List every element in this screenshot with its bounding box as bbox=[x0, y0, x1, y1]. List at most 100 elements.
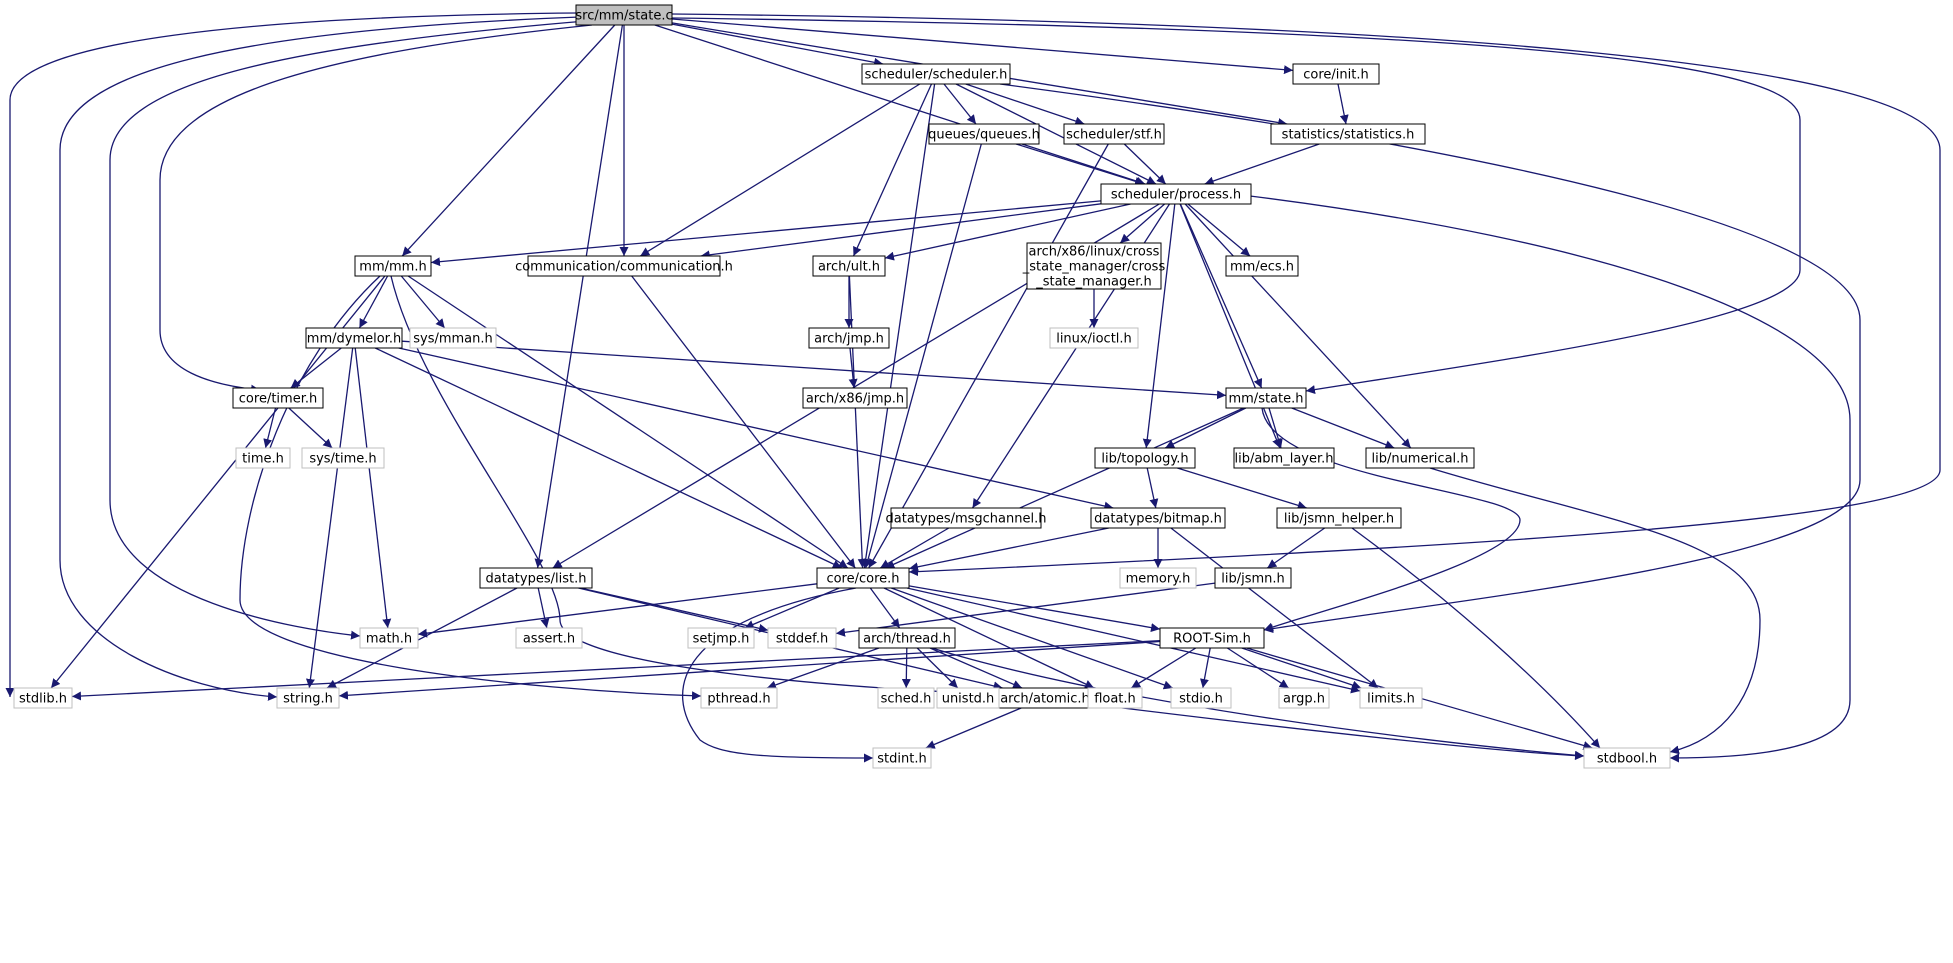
node-jsmnh-h[interactable]: lib/jsmn_helper.h bbox=[1276, 507, 1402, 529]
node-list-h[interactable]: datatypes/list.h bbox=[479, 567, 593, 589]
node-queues-h[interactable]: queues/queues.h bbox=[928, 123, 1040, 145]
edge-process_h-to-mm_h bbox=[430, 200, 1102, 267]
node-sysmman-h: sys/mman.h bbox=[409, 327, 497, 349]
edge-process_h-to-mmstate_h bbox=[1179, 203, 1263, 389]
edge-core_h-to-limits_h bbox=[906, 587, 1361, 694]
node-label: stdlib.h bbox=[19, 692, 67, 707]
node-abm-h[interactable]: lib/abm_layer.h bbox=[1233, 447, 1335, 469]
edge-mm_h-to-dymelor_h bbox=[358, 275, 389, 329]
edge-jmp_h-to-x86jmp_h bbox=[848, 347, 858, 389]
node-time-h: time.h bbox=[235, 447, 291, 469]
node-box bbox=[1214, 567, 1292, 589]
edge-thread_h-to-pthread_h bbox=[766, 647, 880, 690]
node-label: arch/atomic.h bbox=[1000, 692, 1090, 707]
edge-bitmap_h-to-core_h bbox=[908, 527, 1109, 572]
edge-stf_h-to-core_h bbox=[868, 143, 1109, 569]
node-label: math.h bbox=[366, 632, 412, 647]
node-argp-h: argp.h bbox=[1278, 687, 1330, 709]
node-label: mm/dymelor.h bbox=[307, 332, 401, 347]
node-box bbox=[808, 327, 890, 349]
node-unistd-h: unistd.h bbox=[936, 687, 1000, 709]
node-mmstate-h[interactable]: mm/state.h bbox=[1225, 387, 1307, 409]
node-timer-h[interactable]: core/timer.h bbox=[232, 387, 324, 409]
node-stats-h[interactable]: statistics/statistics.h bbox=[1270, 123, 1426, 145]
node-systime-h: sys/time.h bbox=[301, 447, 385, 469]
node-box bbox=[235, 447, 291, 469]
node-msgch-h[interactable]: datatypes/msgchannel.h bbox=[886, 507, 1047, 529]
node-label: mm/ecs.h bbox=[1230, 260, 1294, 275]
node-box bbox=[1359, 687, 1423, 709]
node-label: queues/queues.h bbox=[928, 128, 1040, 143]
node-ult-h[interactable]: arch/ult.h bbox=[812, 255, 886, 277]
edge-rootsim_h-to-argp_h bbox=[1226, 647, 1290, 689]
node-box bbox=[1159, 627, 1265, 649]
node-bitmap-h[interactable]: datatypes/bitmap.h bbox=[1090, 507, 1226, 529]
edge-atomic_h-to-stdint_h bbox=[925, 707, 1022, 749]
edge-dymelor_h-to-mmstate_h bbox=[401, 340, 1227, 400]
node-box bbox=[1119, 567, 1197, 589]
node-cross-h[interactable]: arch/x86/linux/cross_state_manager/cross… bbox=[1022, 242, 1166, 290]
node-box bbox=[928, 123, 1040, 145]
edge-rootsim_h-to-stdlib_h bbox=[71, 640, 1161, 701]
node-label: core/core.h bbox=[826, 572, 899, 587]
node-mm-h[interactable]: mm/mm.h bbox=[354, 255, 432, 277]
node-box bbox=[1278, 687, 1330, 709]
node-atomic-h[interactable]: arch/atomic.h bbox=[996, 687, 1094, 709]
node-numerical-h[interactable]: lib/numerical.h bbox=[1365, 447, 1475, 469]
node-label: scheduler/process.h bbox=[1111, 188, 1241, 203]
edge-process_h-to-topo_h bbox=[1142, 203, 1176, 449]
node-box bbox=[276, 687, 340, 709]
node-ecs-h[interactable]: mm/ecs.h bbox=[1225, 255, 1299, 277]
edge-process_h-to-ecs_h bbox=[1187, 203, 1251, 257]
node-process-h[interactable]: scheduler/process.h bbox=[1100, 183, 1252, 205]
node-topo-h[interactable]: lib/topology.h bbox=[1094, 447, 1196, 469]
node-box bbox=[1276, 507, 1402, 529]
edge-mm_h-to-atomic_h bbox=[390, 275, 998, 699]
edge-init_h-to-stats_h bbox=[1337, 83, 1349, 125]
node-box bbox=[1292, 63, 1380, 85]
node-label: lib/jsmn.h bbox=[1221, 572, 1285, 587]
node-box bbox=[1170, 687, 1232, 709]
node-assert-h: assert.h bbox=[515, 627, 583, 649]
node-label: scheduler/stf.h bbox=[1066, 128, 1162, 143]
edge-list_h-to-stddef_h bbox=[580, 587, 769, 633]
node-box bbox=[409, 327, 497, 349]
node-thread-h[interactable]: arch/thread.h bbox=[858, 627, 956, 649]
node-x86jmp-h[interactable]: arch/x86/jmp.h bbox=[802, 387, 908, 409]
node-sched-sys-h: sched.h bbox=[877, 687, 935, 709]
node-label: string.h bbox=[283, 692, 333, 707]
node-label: stdbool.h bbox=[1597, 752, 1657, 767]
node-box bbox=[816, 567, 910, 589]
node-core-h[interactable]: core/core.h bbox=[816, 567, 910, 589]
edge-state_c-to-mmstate_h bbox=[671, 17, 1801, 395]
node-box bbox=[1063, 123, 1165, 145]
node-state-c[interactable]: src/mm/state.c bbox=[575, 4, 673, 26]
node-stdlib-h: stdlib.h bbox=[13, 687, 73, 709]
node-box bbox=[1049, 327, 1139, 349]
node-init-h[interactable]: core/init.h bbox=[1292, 63, 1380, 85]
edge-core_h-to-float_h bbox=[883, 587, 1095, 689]
node-box bbox=[872, 747, 932, 769]
node-label: communication/communication.h bbox=[515, 260, 733, 275]
node-label: sys/time.h bbox=[309, 452, 376, 467]
node-label: mm/mm.h bbox=[359, 260, 426, 275]
node-label: arch/jmp.h bbox=[814, 332, 884, 347]
node-box bbox=[1094, 447, 1196, 469]
node-jsmn-h[interactable]: lib/jsmn.h bbox=[1214, 567, 1292, 589]
node-limits-h: limits.h bbox=[1359, 687, 1423, 709]
node-comm-h[interactable]: communication/communication.h bbox=[515, 255, 733, 277]
edge-mmstate_h-to-abm_h bbox=[1268, 407, 1283, 449]
edge-core_h-to-thread_h bbox=[869, 587, 901, 629]
node-box bbox=[1583, 747, 1671, 769]
node-box bbox=[1365, 447, 1475, 469]
node-label: ROOT-Sim.h bbox=[1173, 632, 1251, 647]
edge-dymelor_h-to-bitmap_h bbox=[398, 347, 1114, 511]
node-jmp-h[interactable]: arch/jmp.h bbox=[808, 327, 890, 349]
edge-thread_h-to-sched_sys_h bbox=[901, 647, 911, 689]
node-sched-h[interactable]: scheduler/scheduler.h bbox=[861, 63, 1011, 85]
node-stf-h[interactable]: scheduler/stf.h bbox=[1063, 123, 1165, 145]
edge-dymelor_h-to-string_h bbox=[305, 347, 354, 689]
node-label: assert.h bbox=[523, 632, 575, 647]
node-rootsim-h[interactable]: ROOT-Sim.h bbox=[1159, 627, 1265, 649]
node-dymelor-h[interactable]: mm/dymelor.h bbox=[305, 327, 403, 349]
